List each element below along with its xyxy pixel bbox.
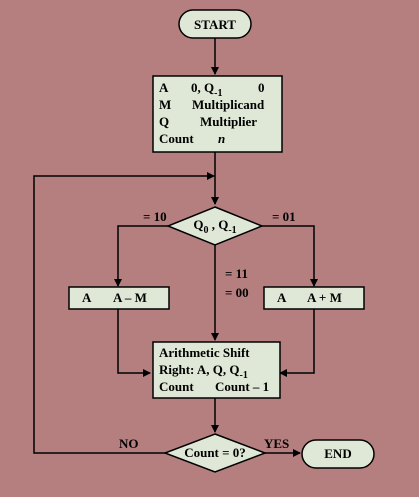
init-line1-left: A	[159, 80, 169, 95]
start-shape	[178, 9, 252, 39]
label-eq01: = 01	[272, 209, 296, 224]
decision-q-sub0: 0	[203, 225, 208, 236]
decision-q-bits: Q0 , Q-1	[165, 206, 265, 246]
arrow-subtract-to-shift	[117, 308, 151, 377]
init-block: A 0, Q-1 0 M Multiplicand Q Multiplier C…	[152, 75, 283, 153]
subtract-right: A – M	[113, 290, 147, 305]
init-line2-right: Multiplicand	[192, 97, 265, 112]
decision-count: Count = 0?	[162, 433, 268, 473]
decision-count-label: Count = 0?	[184, 445, 246, 460]
decision-q-shape	[165, 206, 265, 246]
decision-q-main: Q	[193, 217, 203, 232]
add-block: A A + M	[263, 286, 365, 310]
init-line3-left: Q	[159, 114, 169, 129]
end-terminal: END	[301, 439, 375, 469]
init-line2-left: M	[159, 97, 171, 112]
init-line1-val: 0	[258, 80, 265, 95]
shift-shape	[152, 341, 281, 399]
shift-line3-right: Count – 1	[215, 379, 269, 394]
end-shape	[301, 439, 375, 469]
connectors	[33, 38, 318, 457]
label-eq00: = 00	[225, 285, 249, 300]
decision-q-label: Q0 , Q-1	[193, 217, 236, 236]
arrow-add-to-shift	[279, 308, 315, 377]
subtract-block: A A – M	[68, 286, 170, 310]
subtract-shape	[68, 286, 170, 310]
end-label: END	[324, 446, 351, 461]
init-line4-right: n	[218, 131, 225, 146]
shift-line2-text: Right: A, Q, Q	[159, 362, 240, 377]
start-terminal: START	[178, 9, 252, 39]
arrow-decision-to-add	[262, 225, 318, 287]
label-eq10: = 10	[143, 209, 167, 224]
shift-line2: Right: A, Q, Q-1	[159, 362, 248, 381]
decision-q-sub1: -1	[228, 225, 236, 236]
subtract-left: A	[82, 290, 92, 305]
arrow-decision-to-subtract	[114, 225, 168, 287]
start-label: START	[194, 17, 236, 32]
decision-q-sep: , Q	[208, 217, 228, 232]
shift-line2-sub: -1	[240, 370, 248, 381]
init-line3-right: Multiplier	[200, 114, 257, 129]
decision-count-shape	[162, 433, 268, 473]
label-eq11: = 11	[225, 266, 248, 281]
shift-line3-left: Count	[159, 379, 194, 394]
label-yes: YES	[264, 436, 289, 451]
label-no: NO	[119, 436, 139, 451]
add-right: A + M	[307, 290, 342, 305]
shift-line1: Arithmetic Shift	[159, 345, 250, 360]
init-line4-left: Count	[159, 131, 194, 146]
shift-block: Arithmetic Shift Right: A, Q, Q-1 Count …	[152, 341, 281, 399]
init-line1-sub: -1	[214, 88, 222, 99]
init-shape	[152, 75, 283, 153]
init-line1-right: 0, Q-1	[191, 80, 222, 99]
add-left: A	[277, 290, 287, 305]
arrow-loop-back	[33, 172, 215, 454]
add-shape	[263, 286, 365, 310]
init-line1-text: 0, Q	[191, 80, 214, 95]
